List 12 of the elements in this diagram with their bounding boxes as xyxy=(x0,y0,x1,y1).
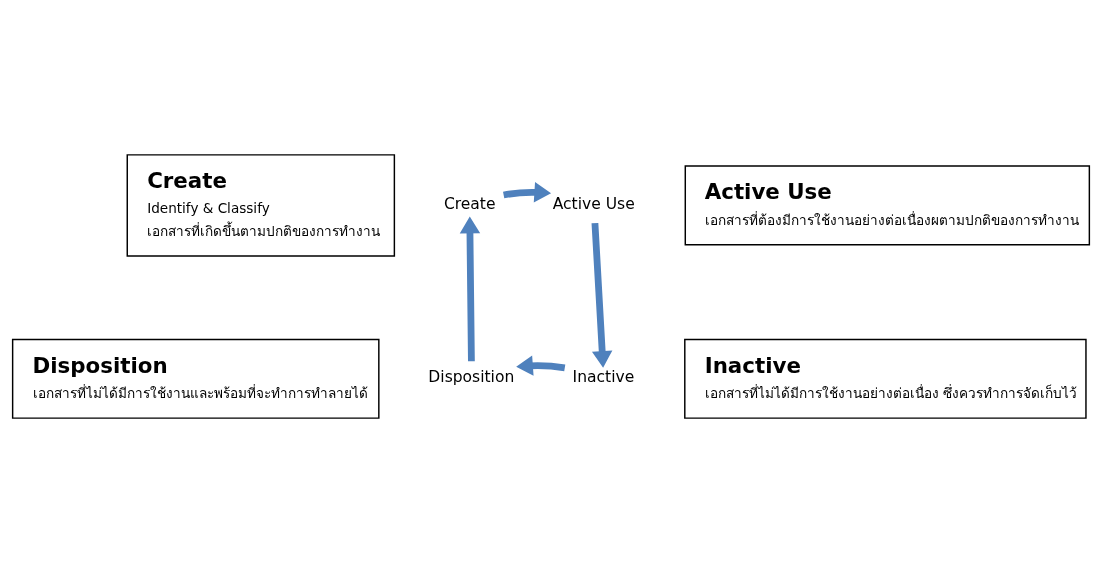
node-box: Create Identify & Classify เอกสารที่เกิดขึ้นตามปกติของการทำงาน xyxy=(126,153,396,257)
node-text: Disposition xyxy=(428,367,515,386)
arrow xyxy=(459,216,481,361)
arrow xyxy=(503,181,552,202)
node-box: Disposition เอกสารที่ไม่ได้มีการใช้งานและพร้อมที่จะทำการทำลายได้ xyxy=(11,338,380,419)
node-box: Inactive เอกสารที่ไม่ได้มีการใช้งานอย่างต่อเนื่อง ซึ่งควรทำการจัดเก็บไว้ xyxy=(684,338,1087,419)
node-text: Active Use xyxy=(552,194,635,213)
node-text: Inactive xyxy=(572,367,635,386)
node-text: Create xyxy=(443,194,496,213)
node-box: Active Use เอกสารที่ต้องมีการใช้งานอย่างต่อเนื่องผตามปกติของการทำงาน xyxy=(684,164,1091,245)
arrow xyxy=(516,354,566,376)
arrow xyxy=(591,222,613,368)
